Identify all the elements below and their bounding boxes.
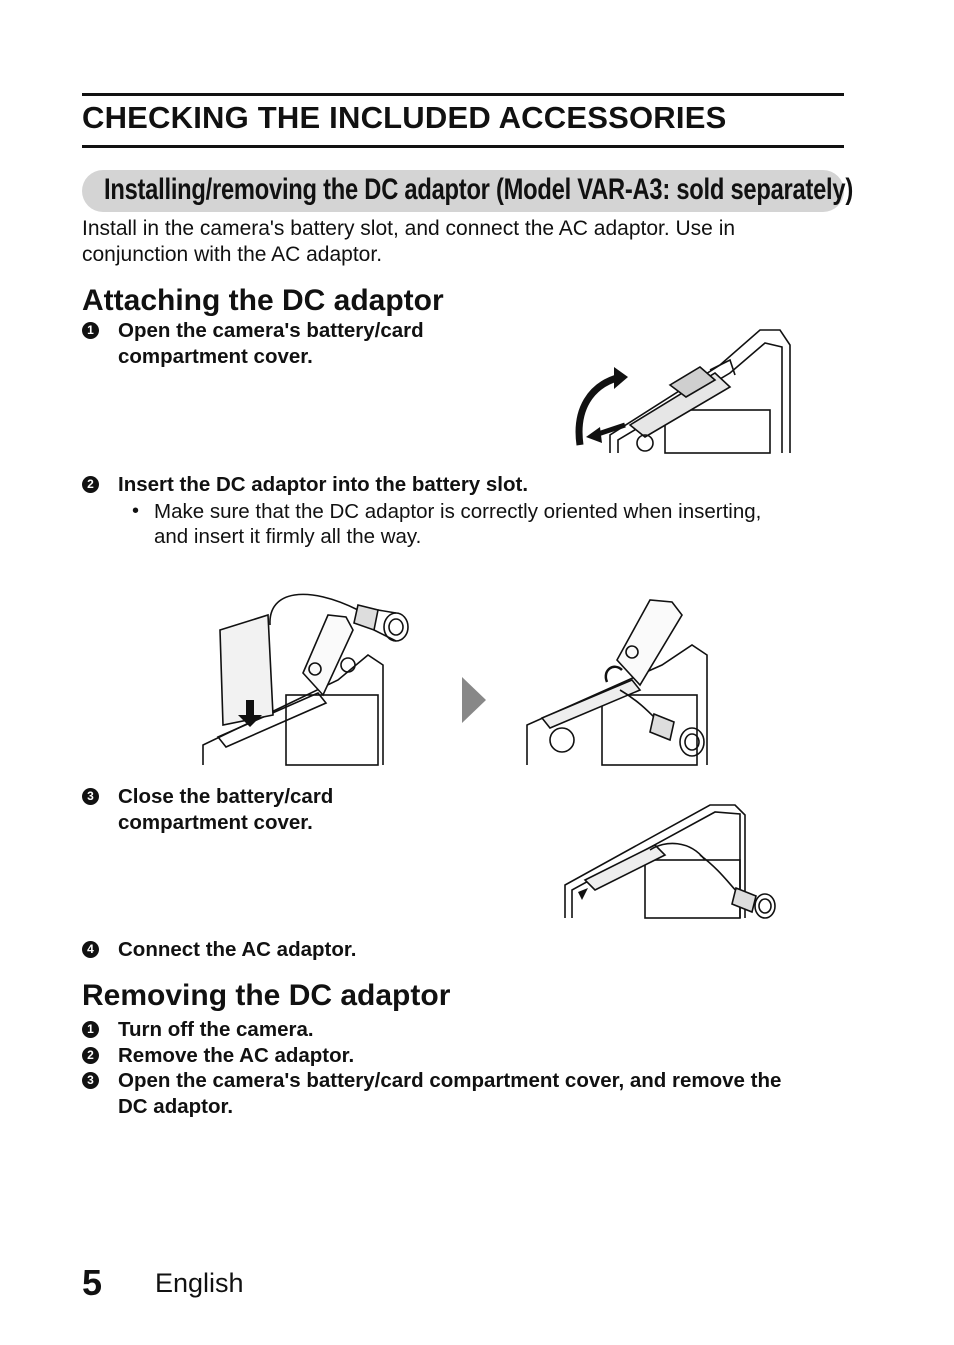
top-rule (82, 93, 844, 96)
removing-heading: Removing the DC adaptor (82, 979, 451, 1012)
next-arrow-icon (462, 677, 486, 723)
step-number-badge: 3 (82, 1072, 99, 1089)
intro-line-2: conjunction with the AC adaptor. (82, 243, 383, 266)
banner-title: Installing/removing the DC adaptor (Mode… (104, 173, 854, 206)
step-text-line: DC adaptor. (118, 1095, 234, 1118)
step-text-line: Remove the AC adaptor. (118, 1044, 355, 1067)
step-number-badge: 1 (82, 1021, 99, 1038)
step-number-badge: 2 (82, 1047, 99, 1064)
step-text-line: Insert the DC adaptor into the battery s… (118, 473, 529, 496)
page-title: CHECKING THE INCLUDED ACCESSORIES (82, 100, 727, 135)
open-cover-illustration (575, 329, 791, 454)
step-number-badge: 4 (82, 941, 99, 958)
inserted-adaptor-illustration (526, 599, 708, 766)
intro-line-1: Install in the camera's battery slot, an… (82, 217, 736, 240)
title-underline (82, 145, 844, 148)
step-text-line: Open the camera's battery/card (118, 319, 424, 342)
attaching-heading: Attaching the DC adaptor (82, 284, 444, 317)
bullet-line-1: Make sure that the DC adaptor is correct… (154, 500, 762, 523)
closed-cover-illustration (564, 804, 776, 919)
step-number-badge: 3 (82, 788, 99, 805)
bullet-dot: • (132, 500, 140, 522)
bullet-line-2: and insert it firmly all the way. (154, 525, 422, 548)
step-text-line: Connect the AC adaptor. (118, 938, 357, 961)
step-text-line: compartment cover. (118, 345, 313, 368)
step-text-line: Close the battery/card (118, 785, 334, 808)
insert-adaptor-illustration (202, 593, 409, 766)
section-banner: Installing/removing the DC adaptor (Mode… (82, 170, 853, 212)
page-number: 5 (82, 1262, 103, 1303)
step-number-badge: 1 (82, 322, 99, 339)
step-number-badge: 2 (82, 476, 99, 493)
language-label: English (155, 1268, 244, 1298)
step-text-line: Open the camera's battery/card compartme… (118, 1069, 782, 1092)
step-text-line: Turn off the camera. (118, 1018, 314, 1041)
step-text-line: compartment cover. (118, 811, 313, 834)
